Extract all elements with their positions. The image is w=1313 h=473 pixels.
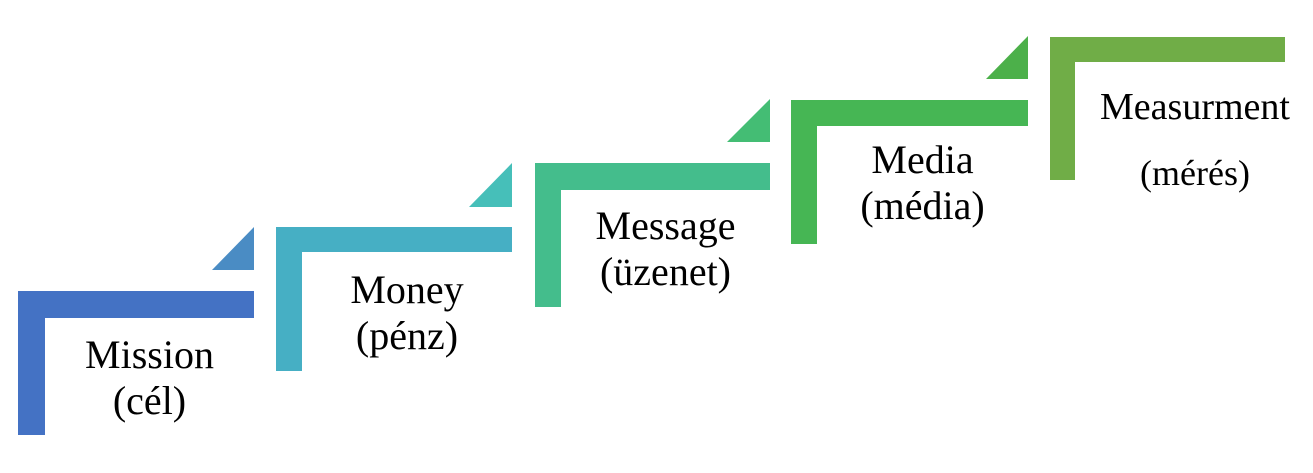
step-3-arrow-triangle: [727, 99, 770, 142]
step-1-arrow-triangle: [212, 227, 254, 270]
step-2-bracket: [276, 227, 512, 371]
step-1-title: Mission: [85, 332, 214, 377]
step-4-subtitle: (média): [860, 183, 985, 228]
step-1-bracket: [18, 291, 254, 435]
step-4-label: Media (média): [817, 137, 1028, 229]
step-3-label: Message (üzenet): [561, 203, 770, 295]
step-4-arrow-triangle: [986, 36, 1028, 79]
step-5-bracket: [1050, 37, 1285, 180]
step-4-title: Media: [871, 137, 974, 182]
step-3-title: Message: [595, 203, 736, 248]
step-5-label: Measurment (mérés): [1082, 74, 1308, 206]
step-2-label: Money (pénz): [302, 267, 512, 359]
step-3-bracket: [535, 163, 770, 307]
step-5-title: Measurment: [1100, 86, 1290, 128]
step-1-subtitle: (cél): [112, 378, 187, 423]
step-1-label: Mission (cél): [45, 332, 254, 424]
step-5-subtitle: (mérés): [1140, 153, 1250, 193]
step-3-subtitle: (üzenet): [599, 249, 731, 294]
step-2-title: Money: [350, 267, 464, 312]
step-2-subtitle: (pénz): [355, 313, 459, 358]
step-2-arrow-triangle: [469, 163, 512, 207]
step-4-bracket: [791, 100, 1028, 244]
